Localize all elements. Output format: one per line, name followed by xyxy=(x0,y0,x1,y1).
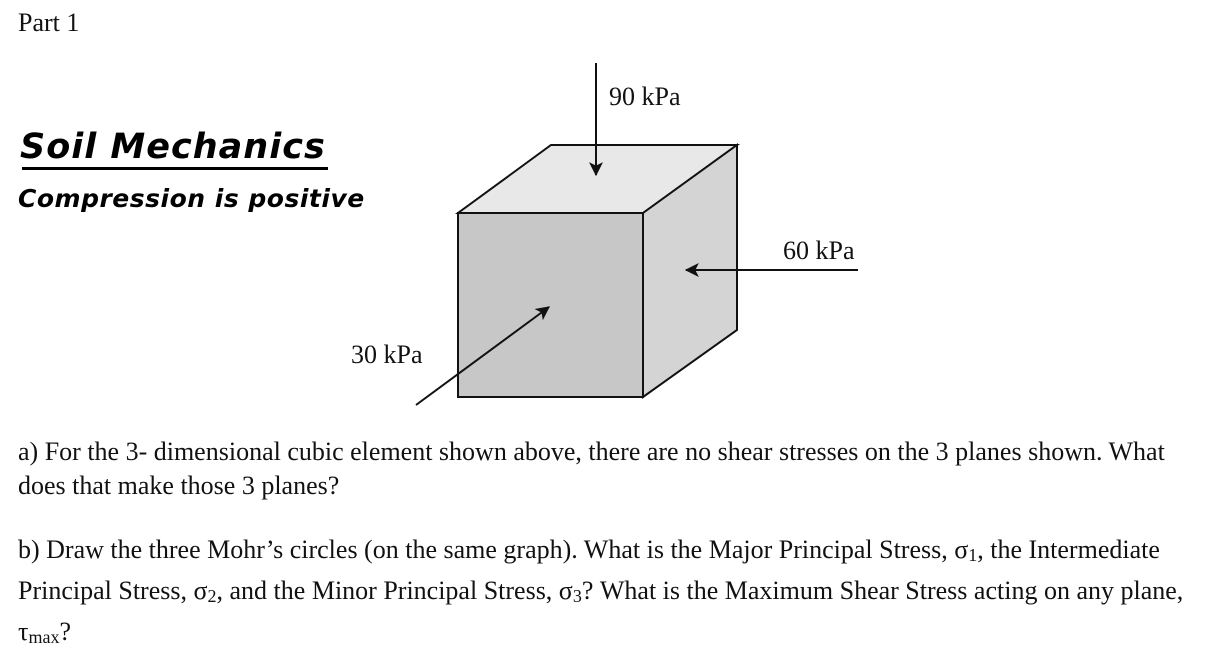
handwritten-note: Compression is positive xyxy=(18,184,365,213)
part-label: Part 1 xyxy=(18,8,80,37)
question-a: a) For the 3- dimensional cubic element … xyxy=(18,437,1165,500)
sigma-2-subscript: 2 xyxy=(207,586,217,606)
question-b-text-2: , the Intermediate Principal Stress, σ xyxy=(18,535,1160,605)
question-b: b) Draw the three Mohr’s circles (on the… xyxy=(18,532,1208,655)
question-b-text-4: ? What is the Maximum Shear Stress actin… xyxy=(18,576,1184,646)
question-b-text-5: ? xyxy=(59,617,71,646)
arrow-front xyxy=(415,306,550,406)
sigma-3-subscript: 3 xyxy=(572,586,582,606)
question-b-text-1: b) Draw the three Mohr’s circles (on the… xyxy=(18,535,969,564)
handwritten-title: Soil Mechanics xyxy=(20,127,326,167)
label-front-stress: 30 kPa xyxy=(351,340,423,369)
sigma-1-subscript: 1 xyxy=(968,545,978,565)
label-right-stress: 60 kPa xyxy=(783,236,855,265)
handwritten-underline xyxy=(22,167,328,170)
question-b-text-3: , and the Minor Principal Stress, σ xyxy=(216,576,573,605)
label-top-stress: 90 kPa xyxy=(609,82,681,111)
cube-front-face xyxy=(457,212,644,398)
tau-max-subscript: max xyxy=(28,627,60,647)
